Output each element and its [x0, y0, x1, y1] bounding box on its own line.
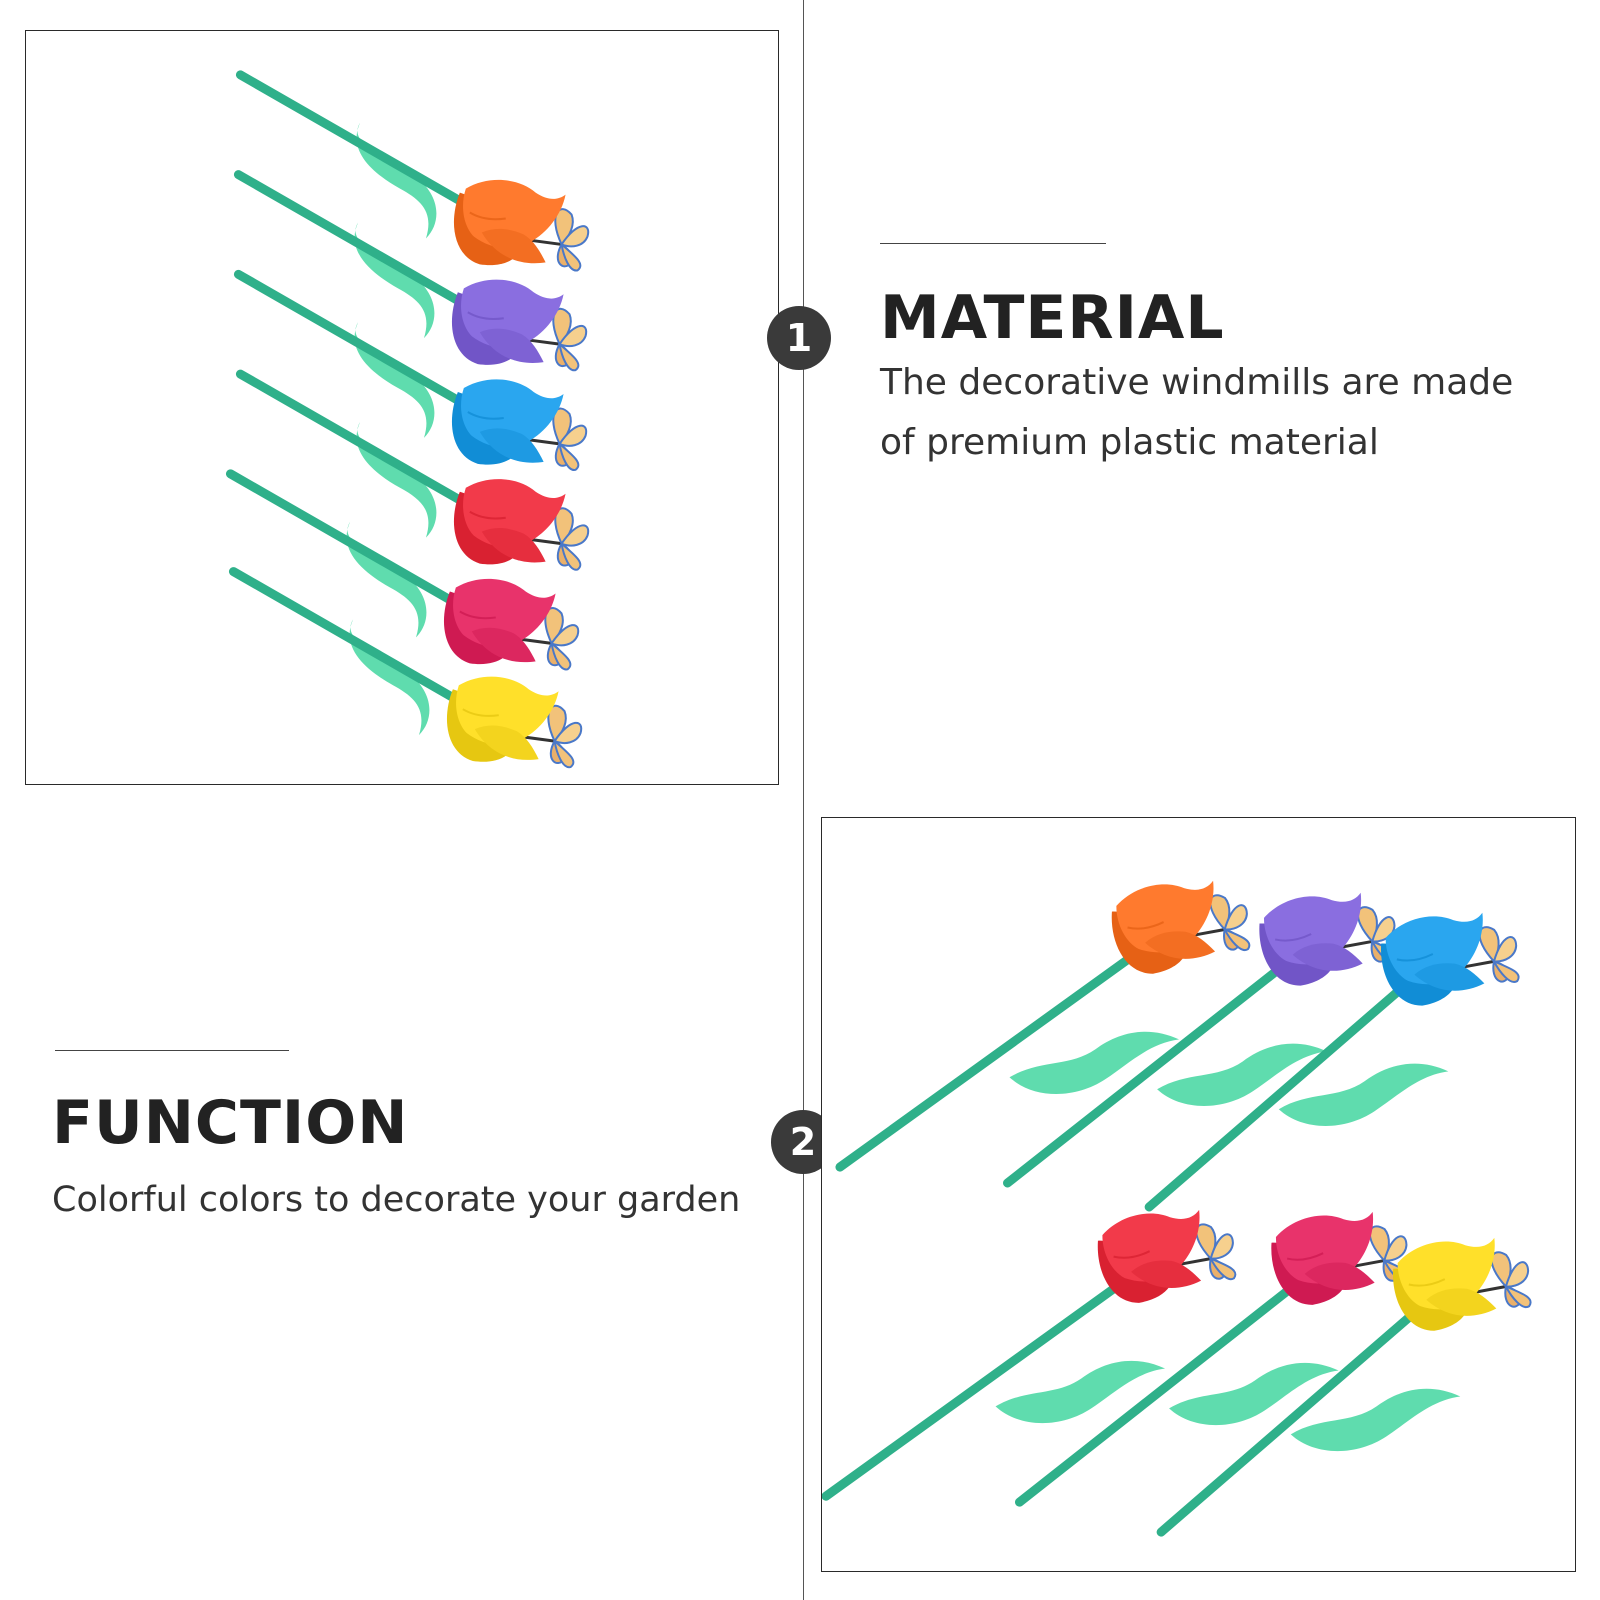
tulip-windmill-0: [1111, 880, 1251, 974]
tulip-windmill-4: [443, 578, 580, 671]
butterfly-icon: [1475, 1251, 1532, 1309]
butterfly-icon: [529, 407, 588, 471]
leaf-shape-5: [349, 619, 430, 736]
butterfly-icon: [529, 307, 588, 372]
material-heading: MATERIAL: [880, 283, 1225, 353]
leaf-shape-0: [1009, 1031, 1180, 1095]
stem-1: [233, 170, 473, 311]
butterfly-icon: [1464, 926, 1520, 983]
butterfly-icon: [531, 507, 590, 571]
center-divider-line: [803, 0, 804, 1600]
stem-3: [235, 369, 475, 511]
stem-5: [228, 567, 468, 708]
stem-3: [822, 1280, 1124, 1501]
tulip-windmill-5: [446, 676, 583, 769]
product-photo-vertical-arrangement: [25, 30, 779, 785]
butterfly-icon: [1194, 894, 1251, 952]
stem-2: [233, 269, 473, 411]
function-description: Colorful colors to decorate your garden: [52, 1180, 741, 1220]
stem-5: [1156, 1308, 1419, 1537]
leaf-shape-4: [346, 521, 427, 638]
tulip-windmill-3: [1097, 1209, 1237, 1303]
tulip-windmill-0: [453, 179, 590, 272]
section-number-badge-1: 1: [767, 306, 831, 370]
tulip-windmill-3: [453, 479, 590, 571]
tulip-windmill-2: [451, 379, 588, 471]
tulip-windmill-1: [451, 279, 588, 372]
leaf-shape-4: [1169, 1362, 1339, 1426]
stem-0: [235, 70, 475, 212]
leaf-shape-5: [1290, 1388, 1461, 1452]
butterfly-icon: [524, 704, 583, 769]
leaf-shape-3: [356, 421, 437, 538]
function-heading: FUNCTION: [52, 1088, 409, 1158]
leaf-shape-3: [995, 1360, 1166, 1424]
leaf-shape-2: [354, 322, 435, 438]
butterfly-icon: [521, 607, 580, 671]
tulip-windmill-4: [1271, 1211, 1410, 1305]
leaf-shape-2: [1278, 1063, 1449, 1126]
stem-4: [1014, 1282, 1298, 1507]
butterfly-icon: [1180, 1223, 1237, 1281]
section-rule-function: [55, 1050, 289, 1051]
butterfly-icon: [531, 208, 590, 272]
tulip-windmills-illustration-2: [822, 880, 1532, 1537]
tulip-windmill-5: [1393, 1237, 1532, 1331]
section-rule-material: [880, 243, 1106, 244]
tulip-windmill-2: [1381, 912, 1520, 1006]
leaf-shape-1: [1157, 1043, 1327, 1106]
stem-0: [835, 951, 1138, 1172]
product-photo-staked-arrangement: [821, 817, 1576, 1572]
stem-2: [1144, 983, 1407, 1212]
stem-1: [1003, 963, 1286, 1188]
tulip-windmills-illustration-1: [225, 70, 590, 769]
leaf-shape-0: [356, 122, 437, 239]
leaf-shape-1: [354, 222, 435, 339]
tulip-windmill-1: [1259, 892, 1398, 986]
material-description: The decorative windmills are made of pre…: [880, 362, 1514, 463]
stem-4: [225, 469, 465, 610]
